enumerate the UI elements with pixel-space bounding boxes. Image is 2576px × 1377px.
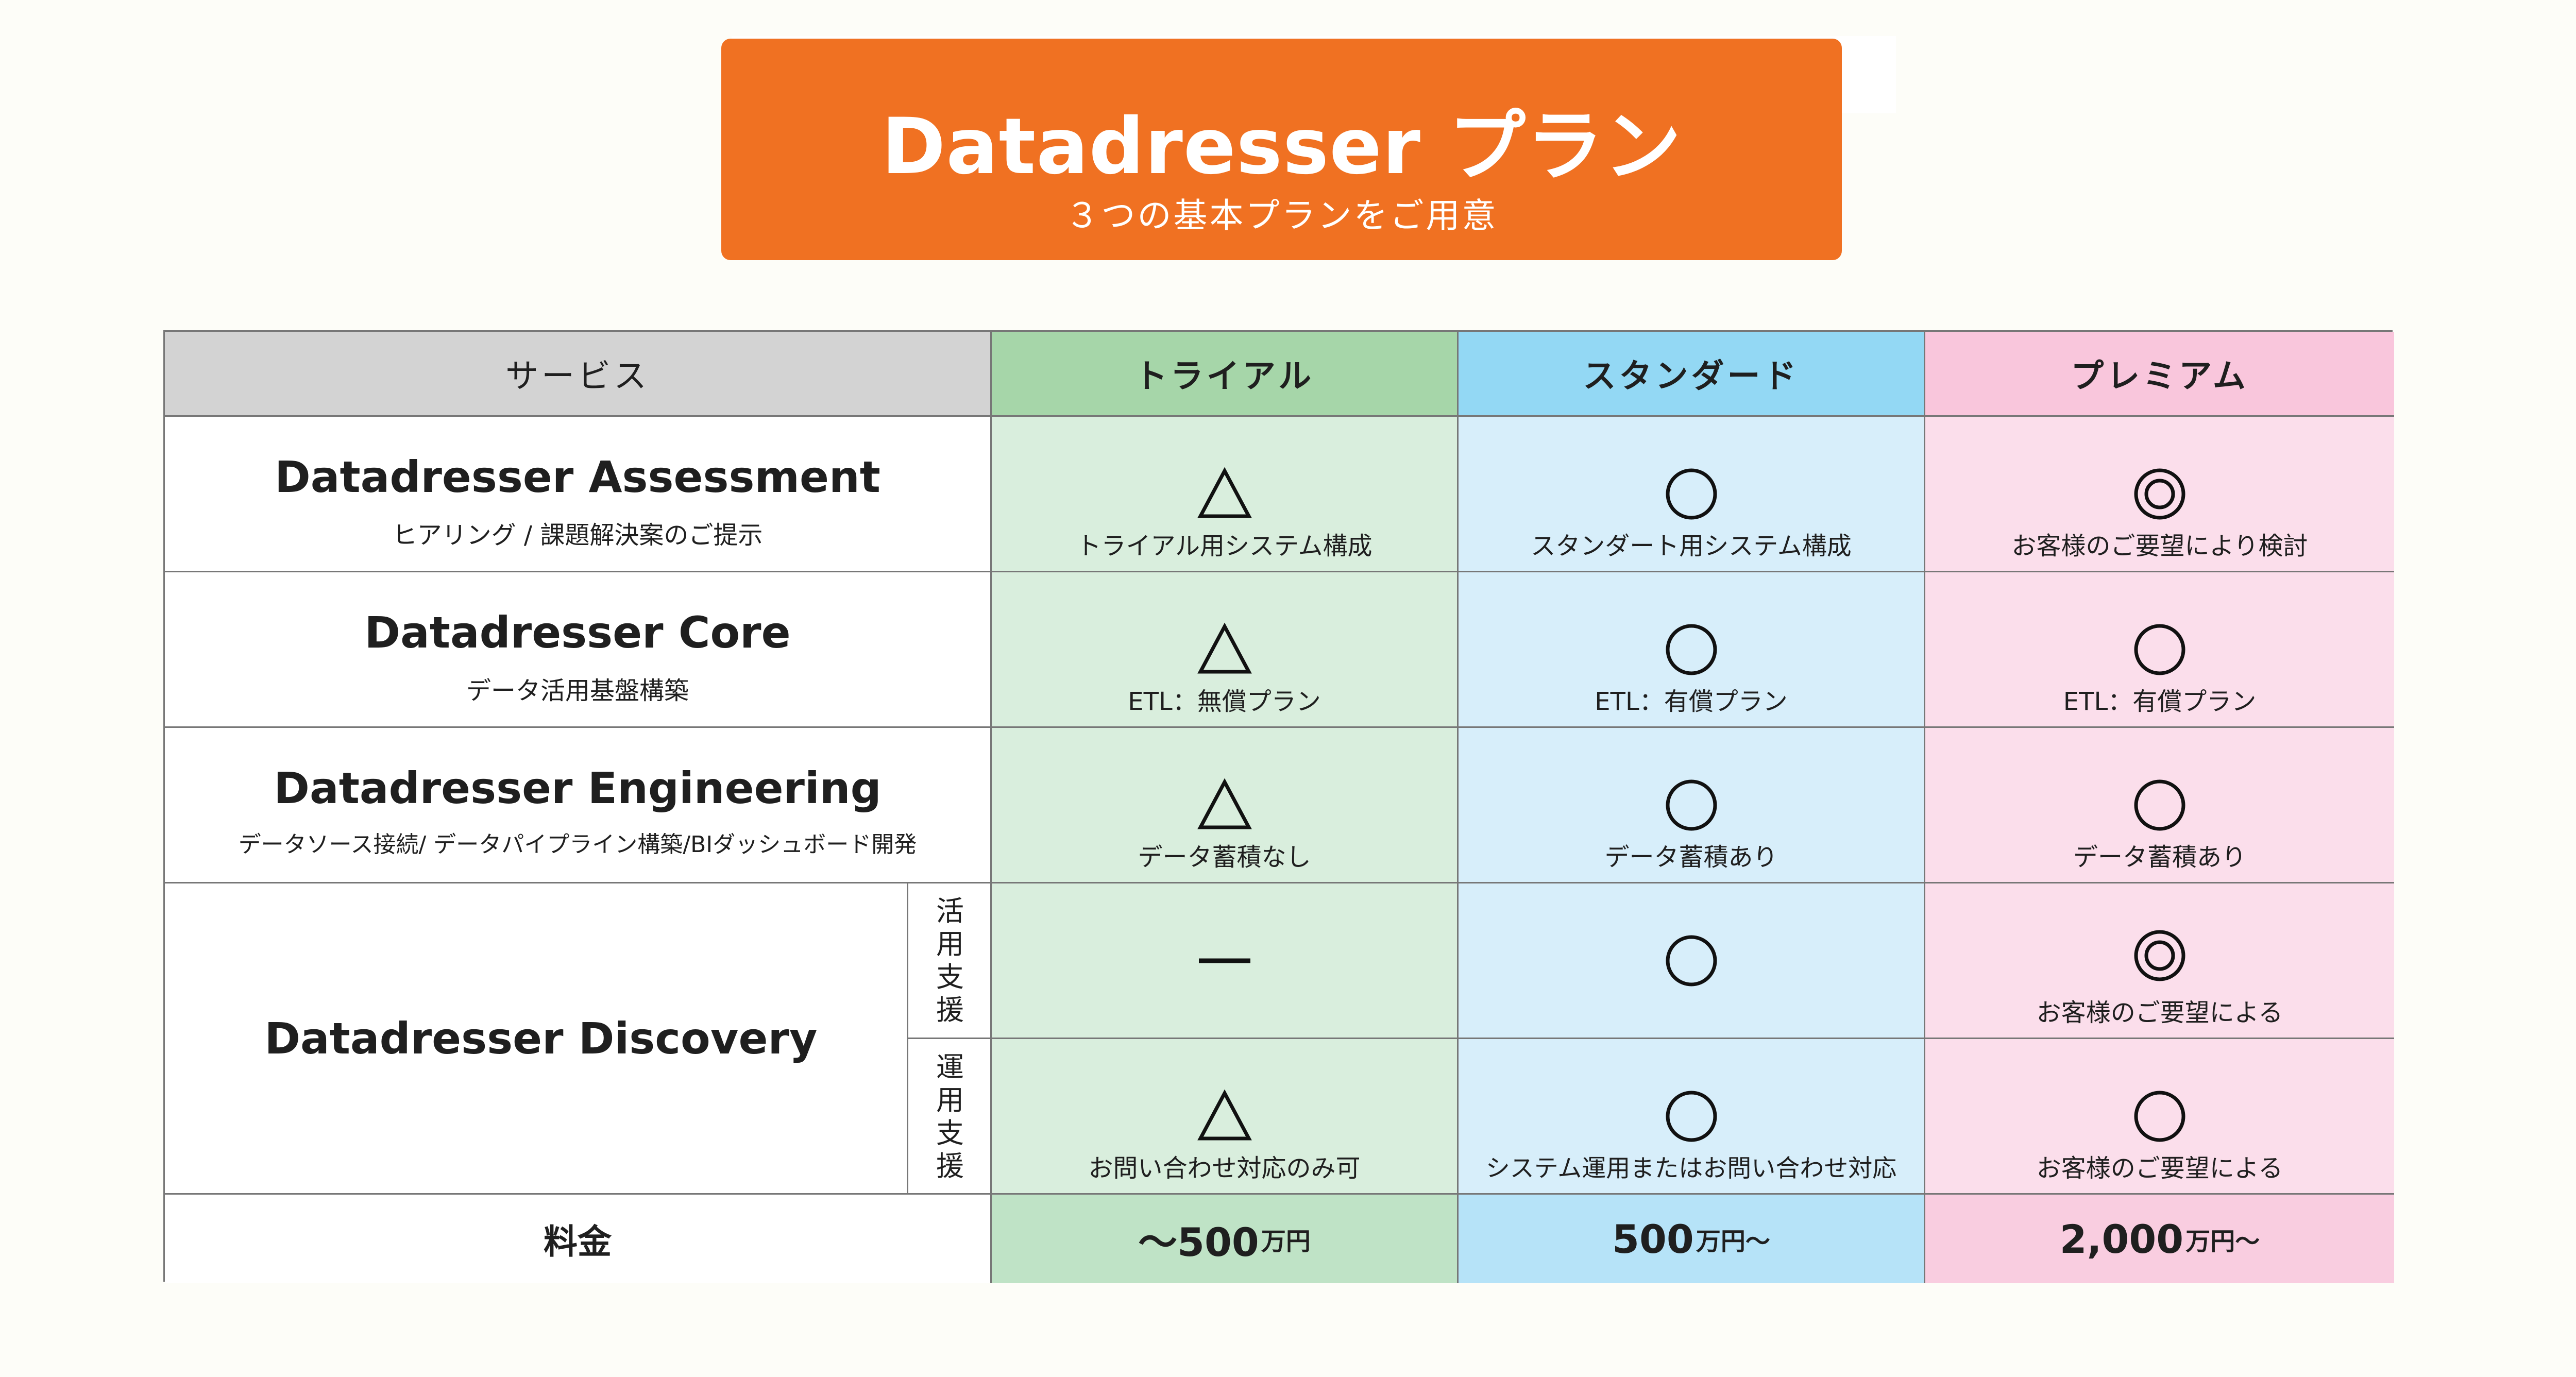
fee-unit: 万円～ — [2185, 1227, 2260, 1256]
column-header-premium: プレミアム — [1925, 332, 2394, 417]
cell-note: お問い合わせ対応のみ可 — [1088, 1154, 1361, 1183]
page-title: Datadresser プラン — [881, 102, 1682, 192]
cell-note: データ蓄積なし — [1138, 843, 1311, 872]
fee-amount: ～500 — [1138, 1219, 1259, 1265]
circle-icon — [2134, 624, 2185, 675]
cell-note: ETL：有償プラン — [1595, 687, 1788, 716]
cell-note: データ蓄積あり — [1604, 843, 1778, 872]
service-engineering: Datadresser Engineering データソース接続/ データパイプ… — [165, 728, 992, 883]
discovery-sublabel-operation: 運用支援 — [907, 1039, 990, 1193]
circle-icon — [1666, 1091, 1717, 1142]
cell-note: データ蓄積あり — [2073, 843, 2246, 872]
plan-banner: Datadresser プラン ３つの基本プランをご用意 — [721, 39, 1842, 260]
triangle-icon — [1197, 778, 1252, 829]
utilization-trial-cell — [992, 883, 1459, 1039]
operation-standard-cell: システム運用またはお問い合わせ対応 — [1459, 1039, 1925, 1195]
circle-icon — [1666, 468, 1717, 520]
service-description: データソース接続/ データパイプライン構築/BIダッシュボード開発 — [238, 831, 917, 858]
dash-icon — [1198, 958, 1250, 963]
cell-note: お客様のご要望により検討 — [2011, 532, 2308, 560]
assessment-trial-cell: トライアル用システム構成 — [992, 417, 1459, 572]
operation-trial-cell: お問い合わせ対応のみ可 — [992, 1039, 1459, 1195]
triangle-icon — [1197, 467, 1252, 518]
fee-amount: 2,000 — [2059, 1216, 2184, 1262]
core-standard-cell: ETL：有償プラン — [1459, 572, 1925, 728]
engineering-trial-cell: データ蓄積なし — [992, 728, 1459, 883]
circle-icon — [2134, 779, 2185, 831]
double-circle-icon — [2134, 930, 2185, 981]
plan-comparison-table: サービス トライアル スタンダード プレミアム Datadresser Asse… — [163, 330, 2394, 1283]
cell-note: ETL：有償プラン — [2063, 687, 2257, 716]
triangle-icon — [1197, 622, 1252, 674]
circle-icon — [1666, 624, 1717, 675]
cell-note: お客様のご要望による — [2036, 1154, 2283, 1183]
fee-label: 料金 — [165, 1195, 992, 1283]
assessment-standard-cell: スタンダート用システム構成 — [1459, 417, 1925, 572]
page-subtitle: ３つの基本プランをご用意 — [1065, 196, 1498, 235]
column-header-service: サービス — [165, 332, 992, 417]
service-name: Datadresser Engineering — [274, 763, 882, 813]
double-circle-icon — [2134, 468, 2185, 520]
cell-note: スタンダート用システム構成 — [1531, 532, 1852, 560]
service-description: ヒアリング / 課題解決案のご提示 — [392, 521, 763, 550]
cell-note: ETL：無償プラン — [1128, 687, 1321, 716]
core-premium-cell: ETL：有償プラン — [1925, 572, 2394, 728]
circle-icon — [1666, 935, 1717, 986]
fee-unit: 万円～ — [1696, 1227, 1770, 1256]
cell-note: お客様のご要望による — [2036, 998, 2283, 1027]
service-discovery: Datadresser Discovery 活用支援 運用支援 — [165, 883, 992, 1195]
service-name: Datadresser Core — [364, 607, 791, 658]
assessment-premium-cell: お客様のご要望により検討 — [1925, 417, 2394, 572]
service-description: データ活用基盤構築 — [466, 676, 689, 705]
service-core: Datadresser Core データ活用基盤構築 — [165, 572, 992, 728]
service-name: Datadresser Assessment — [275, 452, 880, 502]
core-trial-cell: ETL：無償プラン — [992, 572, 1459, 728]
service-name: Datadresser Discovery — [264, 1013, 818, 1064]
utilization-premium-cell: お客様のご要望による — [1925, 883, 2394, 1039]
discovery-sublabel-utilization: 活用支援 — [907, 883, 990, 1039]
fee-amount: 500 — [1612, 1216, 1694, 1262]
operation-premium-cell: お客様のご要望による — [1925, 1039, 2394, 1195]
cell-note: システム運用またはお問い合わせ対応 — [1485, 1154, 1897, 1183]
column-header-trial: トライアル — [992, 332, 1459, 417]
circle-icon — [1666, 779, 1717, 831]
engineering-standard-cell: データ蓄積あり — [1459, 728, 1925, 883]
utilization-standard-cell — [1459, 883, 1925, 1039]
circle-icon — [2134, 1091, 2185, 1142]
column-header-standard: スタンダード — [1459, 332, 1925, 417]
fee-unit: 万円 — [1261, 1227, 1311, 1256]
service-assessment: Datadresser Assessment ヒアリング / 課題解決案のご提示 — [165, 417, 992, 572]
sublabel-text: 運用支援 — [936, 1051, 964, 1182]
sublabel-text: 活用支援 — [936, 894, 964, 1026]
cell-note: トライアル用システム構成 — [1076, 532, 1372, 560]
triangle-icon — [1197, 1089, 1252, 1141]
engineering-premium-cell: データ蓄積あり — [1925, 728, 2394, 883]
